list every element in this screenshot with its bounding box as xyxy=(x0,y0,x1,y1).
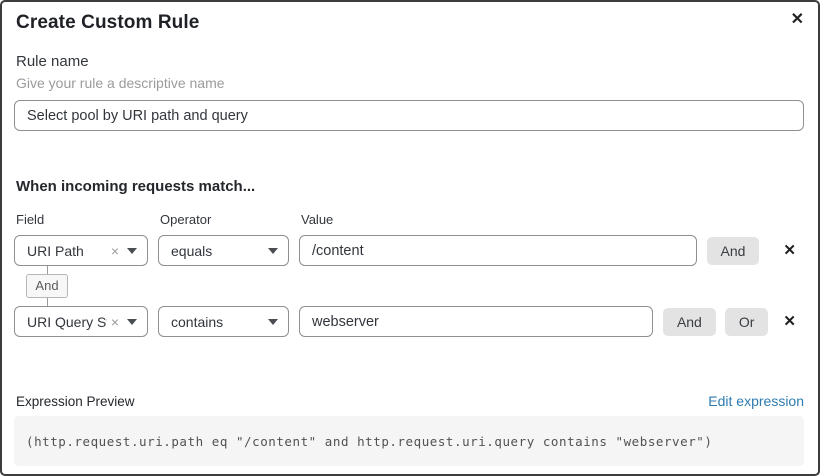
value-input-1[interactable] xyxy=(299,235,697,266)
expression-code-block: (http.request.uri.path eq "/content" and… xyxy=(14,416,804,466)
field-select-1[interactable]: URI Path × xyxy=(14,235,148,266)
chevron-down-icon xyxy=(127,318,137,325)
close-icon[interactable]: ✕ xyxy=(790,11,804,28)
expression-code: (http.request.uri.path eq "/content" and… xyxy=(26,433,713,449)
expression-preview-header: Expression Preview Edit expression xyxy=(14,393,804,409)
rule-name-helper: Give your rule a descriptive name xyxy=(16,75,225,91)
condition-column-headers: Field Operator Value xyxy=(14,212,804,227)
value-input-2[interactable] xyxy=(299,306,653,337)
field-select-2[interactable]: URI Query St... × xyxy=(14,306,148,337)
operator-select-2[interactable]: contains xyxy=(158,306,289,337)
edit-expression-link[interactable]: Edit expression xyxy=(708,393,804,409)
rule-name-label: Rule name xyxy=(16,53,89,70)
dialog-header: Create Custom Rule ✕ xyxy=(14,12,804,34)
condition-connector: And xyxy=(26,266,68,306)
expression-preview-section: Expression Preview Edit expression (http… xyxy=(14,393,804,466)
rule-name-input[interactable] xyxy=(14,100,804,131)
operator-select-1[interactable]: equals xyxy=(158,235,289,266)
field-select-1-value: URI Path xyxy=(27,242,84,259)
dialog-title: Create Custom Rule xyxy=(16,12,200,33)
expression-preview-label: Expression Preview xyxy=(16,393,135,409)
clear-icon[interactable]: × xyxy=(110,242,119,259)
value-column-header: Value xyxy=(301,212,334,227)
and-button-2[interactable]: And xyxy=(662,307,716,336)
operator-select-1-value: equals xyxy=(171,242,213,259)
match-section: When incoming requests match... Field Op… xyxy=(14,178,804,337)
field-column-header: Field xyxy=(16,212,45,227)
remove-condition-icon-2[interactable]: ✕ xyxy=(783,313,796,330)
or-button-2[interactable]: Or xyxy=(724,307,769,336)
and-connector-badge: And xyxy=(26,274,68,298)
condition-row-2: URI Query St... × contains And Or ✕ xyxy=(14,306,804,337)
chevron-down-icon xyxy=(127,247,137,254)
clear-icon[interactable]: × xyxy=(110,313,119,330)
operator-column-header: Operator xyxy=(160,212,212,227)
remove-condition-icon-1[interactable]: ✕ xyxy=(783,242,796,259)
chevron-down-icon xyxy=(268,247,278,254)
condition-row-1: URI Path × equals And ✕ xyxy=(14,235,804,266)
chevron-down-icon xyxy=(268,318,278,325)
and-button-1[interactable]: And xyxy=(706,236,760,265)
operator-select-2-value: contains xyxy=(171,313,224,330)
rule-name-section: Rule name Give your rule a descriptive n… xyxy=(14,53,804,131)
match-heading: When incoming requests match... xyxy=(16,178,256,195)
connector-line-top xyxy=(46,266,48,274)
connector-line-bottom xyxy=(46,298,48,306)
field-select-2-value: URI Query St... xyxy=(27,313,107,330)
